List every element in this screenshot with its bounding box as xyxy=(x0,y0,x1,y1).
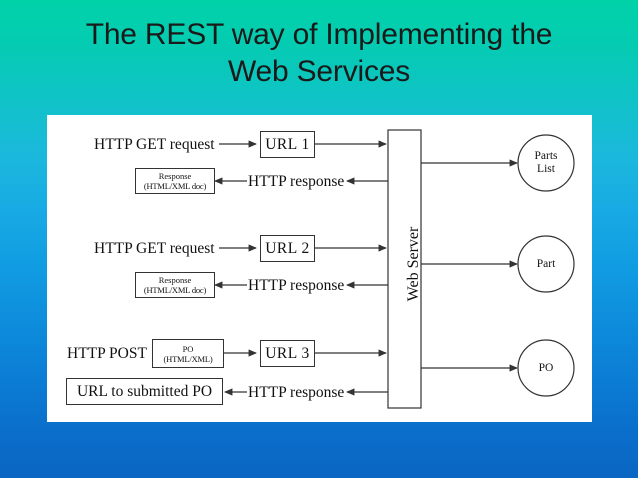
response-box-2-line-2: (HTML/XML doc) xyxy=(143,285,207,295)
response-box-1-line-2: (HTML/XML doc) xyxy=(143,181,207,191)
diagram-connectors xyxy=(214,129,575,409)
resource-1-line-2: List xyxy=(537,163,555,175)
http-response-label-2: HTTP response xyxy=(248,277,345,294)
web-server-label: Web Server xyxy=(405,226,422,302)
url-1-label: URL 1 xyxy=(265,135,310,153)
resource-2-line-1: Part xyxy=(536,258,556,270)
response-box-2: Response (HTML/XML doc) xyxy=(135,272,215,298)
url-3-label: URL 3 xyxy=(265,344,310,362)
url-2-box[interactable]: URL 2 xyxy=(260,235,315,262)
url-2-label: URL 2 xyxy=(265,239,310,257)
response-box-1: Response (HTML/XML doc) xyxy=(135,168,215,194)
http-response-label-1: HTTP response xyxy=(248,173,345,190)
page-title-line-2: Web Services xyxy=(227,55,411,88)
http-post-label: HTTP POST xyxy=(67,345,147,362)
resource-po-label: PO xyxy=(516,362,576,375)
po-payload-box-line-2: (HTML/XML) xyxy=(163,353,213,364)
resource-3-line-1: PO xyxy=(538,362,554,374)
page-title: The REST way of Implementing the Web Ser… xyxy=(30,16,608,90)
resource-1-line-1: Parts xyxy=(534,150,558,162)
url-to-submitted-po-box: URL to submitted PO xyxy=(66,378,223,405)
resource-part-label: Part xyxy=(516,258,576,271)
po-payload-box: PO (HTML/XML) xyxy=(152,339,224,368)
resource-parts-list-label: Parts List xyxy=(516,150,576,176)
url-3-box[interactable]: URL 3 xyxy=(260,340,315,367)
page-title-line-1: The REST way of Implementing the xyxy=(85,18,553,51)
url-to-submitted-po-label: URL to submitted PO xyxy=(76,382,213,400)
diagram-panel: Web Server HTTP GET request URL 1 Respon… xyxy=(47,115,592,422)
response-box-2-line-1: Response xyxy=(158,275,192,285)
http-response-label-3: HTTP response xyxy=(248,384,345,401)
response-box-1-line-1: Response xyxy=(158,171,192,181)
http-get-request-label-1: HTTP GET request xyxy=(94,136,215,153)
url-1-box[interactable]: URL 1 xyxy=(260,131,315,158)
http-get-request-label-2: HTTP GET request xyxy=(94,240,215,257)
po-payload-box-line-1: PO xyxy=(182,343,194,354)
